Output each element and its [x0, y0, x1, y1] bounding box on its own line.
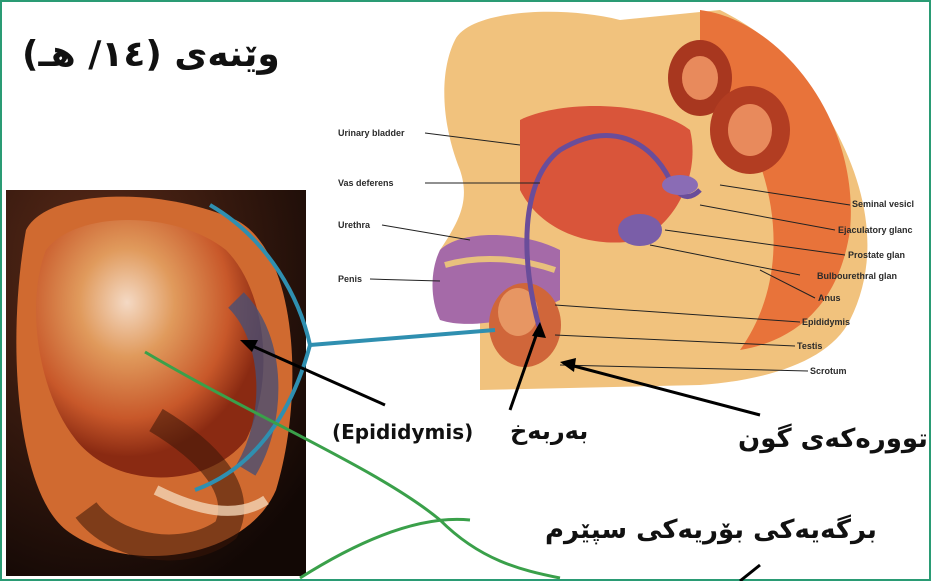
label-anus: Anus: [818, 293, 841, 303]
label-bulbourethral-gland: Bulbourethral glan: [817, 271, 897, 281]
label-penis: Penis: [338, 274, 362, 284]
label-ejaculatory-gland: Ejaculatory glanc: [838, 225, 913, 235]
label-seminal-vesicle: Seminal vesicl: [852, 199, 914, 209]
epididymis-english-label: (Epididymis): [332, 420, 473, 444]
label-urethra: Urethra: [338, 220, 370, 230]
label-urinary-bladder: Urinary bladder: [338, 128, 405, 138]
label-vas-deferens: Vas deferens: [338, 178, 394, 188]
epididymis-kurdish-label: بەربەخ: [510, 417, 588, 445]
label-epididymis: Epididymis: [802, 317, 850, 327]
label-prostate-gland: Prostate glan: [848, 250, 905, 260]
label-testis: Testis: [797, 341, 822, 351]
sperm-tubule-kurdish-label: برگەیەکی بۆریەکی سپێرم: [545, 515, 877, 545]
label-scrotum: Scrotum: [810, 366, 847, 376]
testis-kurdish-label: توورەکەی گون: [738, 424, 928, 454]
